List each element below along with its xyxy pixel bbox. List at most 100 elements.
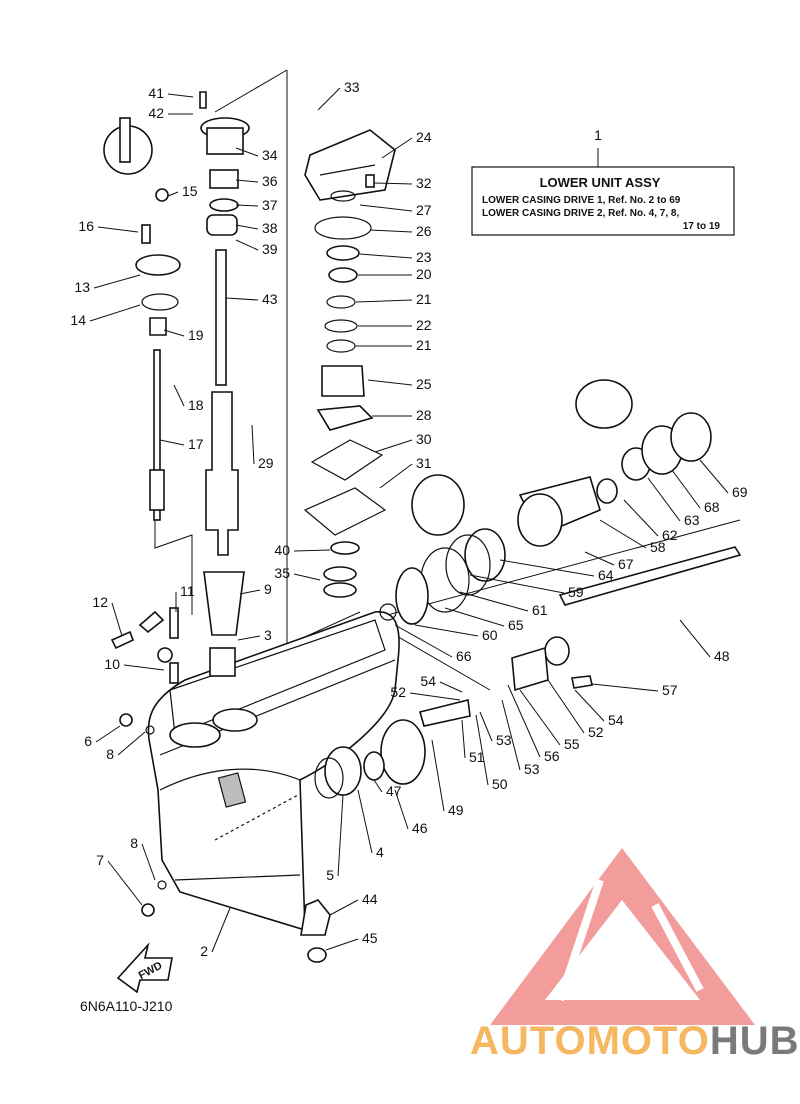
propeller-shaft-parts: [300, 379, 742, 963]
callout-leader: [359, 253, 413, 259]
callout-leader: [163, 329, 185, 337]
callout-leader: [111, 602, 123, 637]
callout-label: 42: [148, 105, 164, 121]
ref-box-number: 1: [594, 127, 602, 143]
callout-leader: [357, 789, 373, 854]
callout-leader: [337, 794, 344, 877]
callout-label: 28: [416, 407, 432, 423]
callout-label: 9: [264, 581, 272, 597]
lower-casing-housing: [147, 611, 400, 932]
callout-leader: [173, 384, 185, 407]
callout-label: 53: [524, 761, 540, 777]
callout-leader: [647, 477, 681, 522]
callout-label: 15: [182, 183, 198, 199]
callout-label: 34: [262, 147, 278, 163]
ref-box-title: LOWER UNIT ASSY: [540, 175, 661, 190]
callout-leader: [95, 725, 121, 743]
callout-label: 20: [416, 266, 432, 282]
callout-label: 49: [448, 802, 464, 818]
callout-label: 54: [420, 673, 436, 689]
callout-leader: [381, 137, 413, 159]
callout-leader: [623, 499, 659, 537]
callout-label: 58: [650, 539, 666, 555]
callout-label: 19: [188, 327, 204, 343]
ref-box-line2: LOWER CASING DRIVE 2, Ref. No. 4, 7, 8,: [482, 208, 679, 219]
callout-leader: [699, 459, 729, 494]
callout-leader: [507, 684, 541, 758]
callout-label: 54: [608, 712, 624, 728]
callout-leader: [159, 439, 185, 446]
callout-leader: [235, 179, 259, 183]
callout-label: 47: [386, 783, 402, 799]
callout-label: 32: [416, 175, 432, 191]
callout-label: 33: [344, 79, 360, 95]
callout-leader: [329, 899, 359, 916]
callout-leader: [461, 719, 466, 759]
callout-label: 52: [390, 684, 406, 700]
shift-rod-parts: [103, 117, 181, 521]
callout-leader: [394, 789, 409, 830]
callout-label: 18: [188, 397, 204, 413]
callout-leader: [459, 591, 529, 612]
callout-label: 68: [704, 499, 720, 515]
callout-label: 8: [130, 835, 138, 851]
callout-label: 2: [200, 943, 208, 959]
callout-leader: [591, 683, 659, 692]
callout-leader: [97, 226, 139, 233]
callout-leader: [501, 699, 521, 771]
callout-label: 30: [416, 431, 432, 447]
ref-box: 1 LOWER UNIT ASSY LOWER CASING DRIVE 1, …: [471, 127, 735, 236]
misc-bolts: [110, 607, 179, 917]
callout-label: 65: [508, 617, 524, 633]
callout-label: 57: [662, 682, 678, 698]
callout-leader: [414, 624, 479, 637]
callout-leader: [167, 93, 194, 98]
callout-label: 35: [274, 565, 290, 581]
callout-label: 22: [416, 317, 432, 333]
callout-leader: [355, 299, 413, 303]
callout-label: 17: [188, 436, 204, 452]
callout-label: 52: [588, 724, 604, 740]
fwd-arrow: FWD: [116, 942, 173, 994]
callout-label: 56: [544, 748, 560, 764]
callout-label: 44: [362, 891, 378, 907]
callout-label: 29: [258, 455, 274, 471]
callout-label: 63: [684, 512, 700, 528]
callout-label: 4: [376, 844, 384, 860]
callout-leader: [369, 229, 413, 233]
ref-box-line1: LOWER CASING DRIVE 1, Ref. No. 2 to 69: [482, 195, 681, 206]
section-lines: [154, 69, 741, 691]
watermark-text-b: HUB: [710, 1019, 800, 1063]
callout-label: 31: [416, 455, 432, 471]
callout-label: 38: [262, 220, 278, 236]
callout-leader: [574, 689, 605, 722]
callout-label: 11: [180, 583, 195, 599]
callout-label: 21: [416, 291, 432, 307]
callout-label: 60: [482, 627, 498, 643]
callout-label: 50: [492, 776, 508, 792]
callout-leader: [479, 711, 493, 742]
callout-leader: [141, 843, 156, 881]
callout-label: 6: [84, 733, 92, 749]
callout-label: 62: [662, 527, 678, 543]
watermark-logo: [490, 848, 755, 1025]
ref-box-line3: 17 to 19: [683, 221, 721, 232]
callout-label: 5: [326, 867, 334, 883]
callout-label: 10: [104, 656, 120, 672]
callout-label: 40: [274, 542, 290, 558]
callout-label: 59: [568, 584, 584, 600]
callout-leader: [235, 204, 259, 207]
callout-leader: [374, 439, 413, 453]
callout-label: 23: [416, 249, 432, 265]
callout-leader: [89, 304, 141, 322]
callout-leader: [409, 692, 461, 701]
callout-leader: [225, 297, 259, 301]
callout-leader: [475, 714, 489, 786]
callout-label: 7: [96, 852, 104, 868]
callout-label: 3: [264, 627, 272, 643]
callout-label: 26: [416, 223, 432, 239]
callout-label: 14: [70, 312, 86, 328]
callout-leader: [469, 574, 565, 594]
callout-leader: [547, 679, 585, 734]
callout-label: 45: [362, 930, 378, 946]
